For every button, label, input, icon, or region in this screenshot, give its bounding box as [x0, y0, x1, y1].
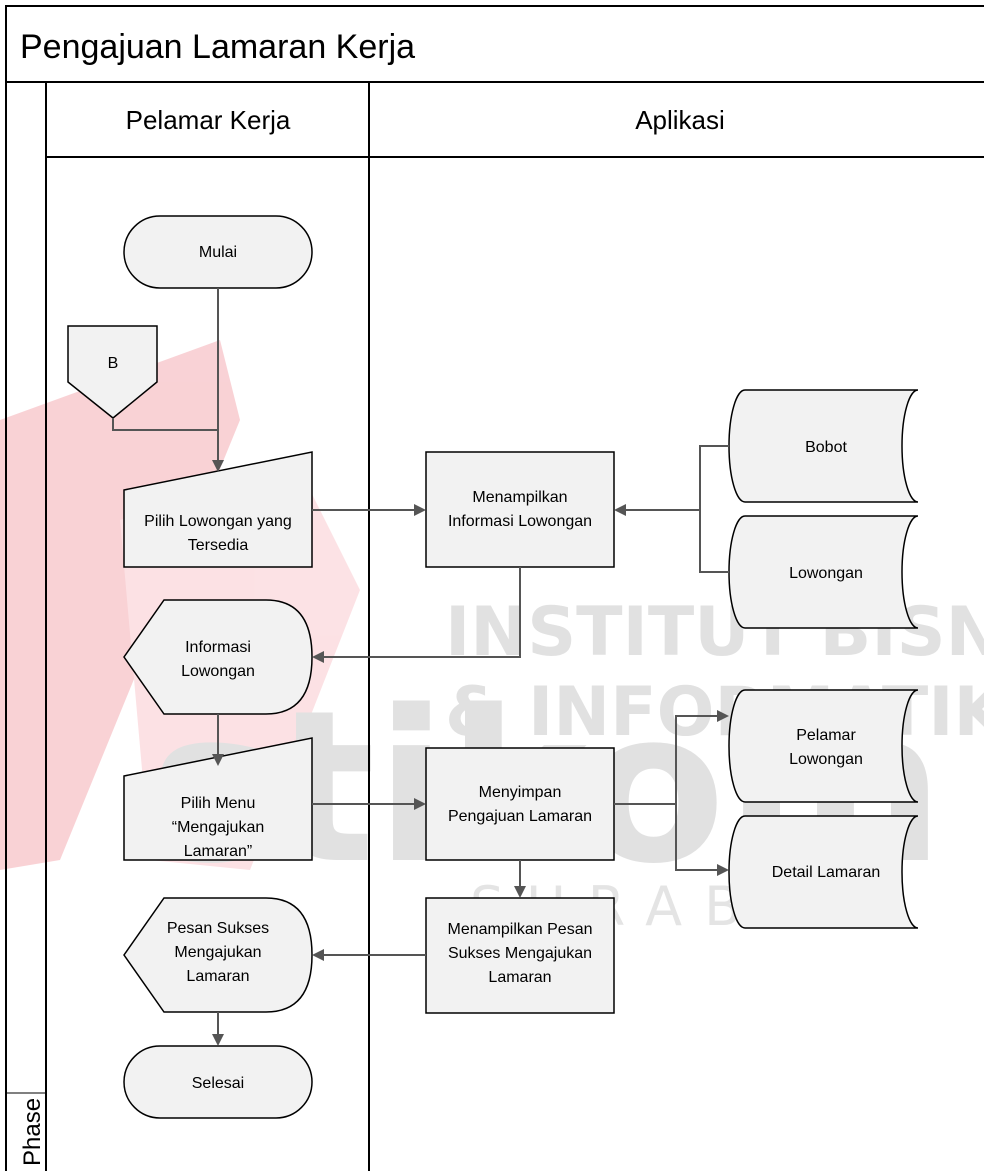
connector-b — [67, 325, 158, 419]
process-menampilkan-pesan — [425, 897, 615, 1014]
arrow-bobot-to-menampilkan — [614, 445, 729, 516]
arrow-menyimpan-to-pelamar-lowongan — [675, 710, 729, 804]
process-menyimpan — [425, 747, 615, 861]
datastore-bobot — [728, 389, 919, 503]
connectors — [112, 288, 729, 1046]
pilih-menu-label: Pilih Menu — [181, 795, 256, 812]
arrow-menampilkan-to-informasi — [312, 567, 521, 663]
manual-input-pilih-menu — [123, 737, 313, 861]
menampilkan-pesan-label: Sukses Mengajukan — [448, 945, 592, 962]
menampilkan-informasi-label: Informasi Lowongan — [448, 513, 592, 530]
menampilkan-informasi-label: Menampilkan — [472, 489, 567, 506]
datastore-detail-lamaran-label: Detail Lamaran — [772, 864, 881, 881]
start-terminator-label: Mulai — [199, 244, 237, 261]
end-terminator — [123, 1045, 313, 1119]
display-pesan-sukses — [123, 897, 313, 1013]
menyimpan-label: Pengajuan Lamaran — [448, 808, 592, 825]
pesan-sukses-label: Lamaran — [186, 968, 249, 985]
datastore-lowongan — [728, 515, 919, 629]
pilih-menu-label: Lamaran” — [184, 843, 252, 860]
datastore-bobot-label: Bobot — [805, 439, 847, 456]
datastore-detail-lamaran — [728, 815, 919, 929]
line-connector-b-to-flow — [112, 418, 218, 431]
informasi-lowongan-label: Lowongan — [181, 663, 255, 680]
manual-input-pilih-lowongan — [123, 451, 313, 568]
pilih-lowongan-label: Tersedia — [188, 537, 249, 554]
datastore-pelamar-lowongan — [728, 689, 919, 803]
datastore-lowongan-label: Lowongan — [789, 565, 863, 582]
process-menampilkan-informasi — [425, 451, 615, 568]
menampilkan-pesan-label: Lamaran — [488, 969, 551, 986]
watermark-logo-red-shape — [0, 340, 240, 870]
diagram-frame — [5, 5, 984, 1171]
display-informasi-lowongan — [123, 599, 313, 715]
pilih-lowongan-label: Pilih Lowongan yang — [144, 513, 292, 530]
menyimpan-label: Menyimpan — [479, 784, 562, 801]
informasi-lowongan-label: Informasi — [185, 639, 251, 656]
datastore-pelamar-lowongan-label: Pelamar — [796, 727, 856, 744]
lane-title-aplikasi: Aplikasi — [635, 105, 725, 135]
line-lowongan-to-menampilkan — [699, 510, 729, 573]
lane-title-pelamar: Pelamar Kerja — [126, 105, 291, 135]
arrow-menyimpan-to-detail-lamaran — [675, 804, 729, 876]
connector-b-label: B — [108, 355, 119, 372]
menampilkan-pesan-label: Menampilkan Pesan — [448, 921, 593, 938]
pesan-sukses-label: Pesan Sukses — [167, 920, 269, 937]
pilih-menu-label: “Mengajukan — [172, 819, 265, 836]
end-terminator-label: Selesai — [192, 1075, 244, 1092]
datastore-pelamar-lowongan-label: Lowongan — [789, 751, 863, 768]
phase-label: Phase — [19, 1098, 46, 1166]
pesan-sukses-label: Mengajukan — [174, 944, 261, 961]
diagram-title: Pengajuan Lamaran Kerja — [20, 28, 415, 66]
